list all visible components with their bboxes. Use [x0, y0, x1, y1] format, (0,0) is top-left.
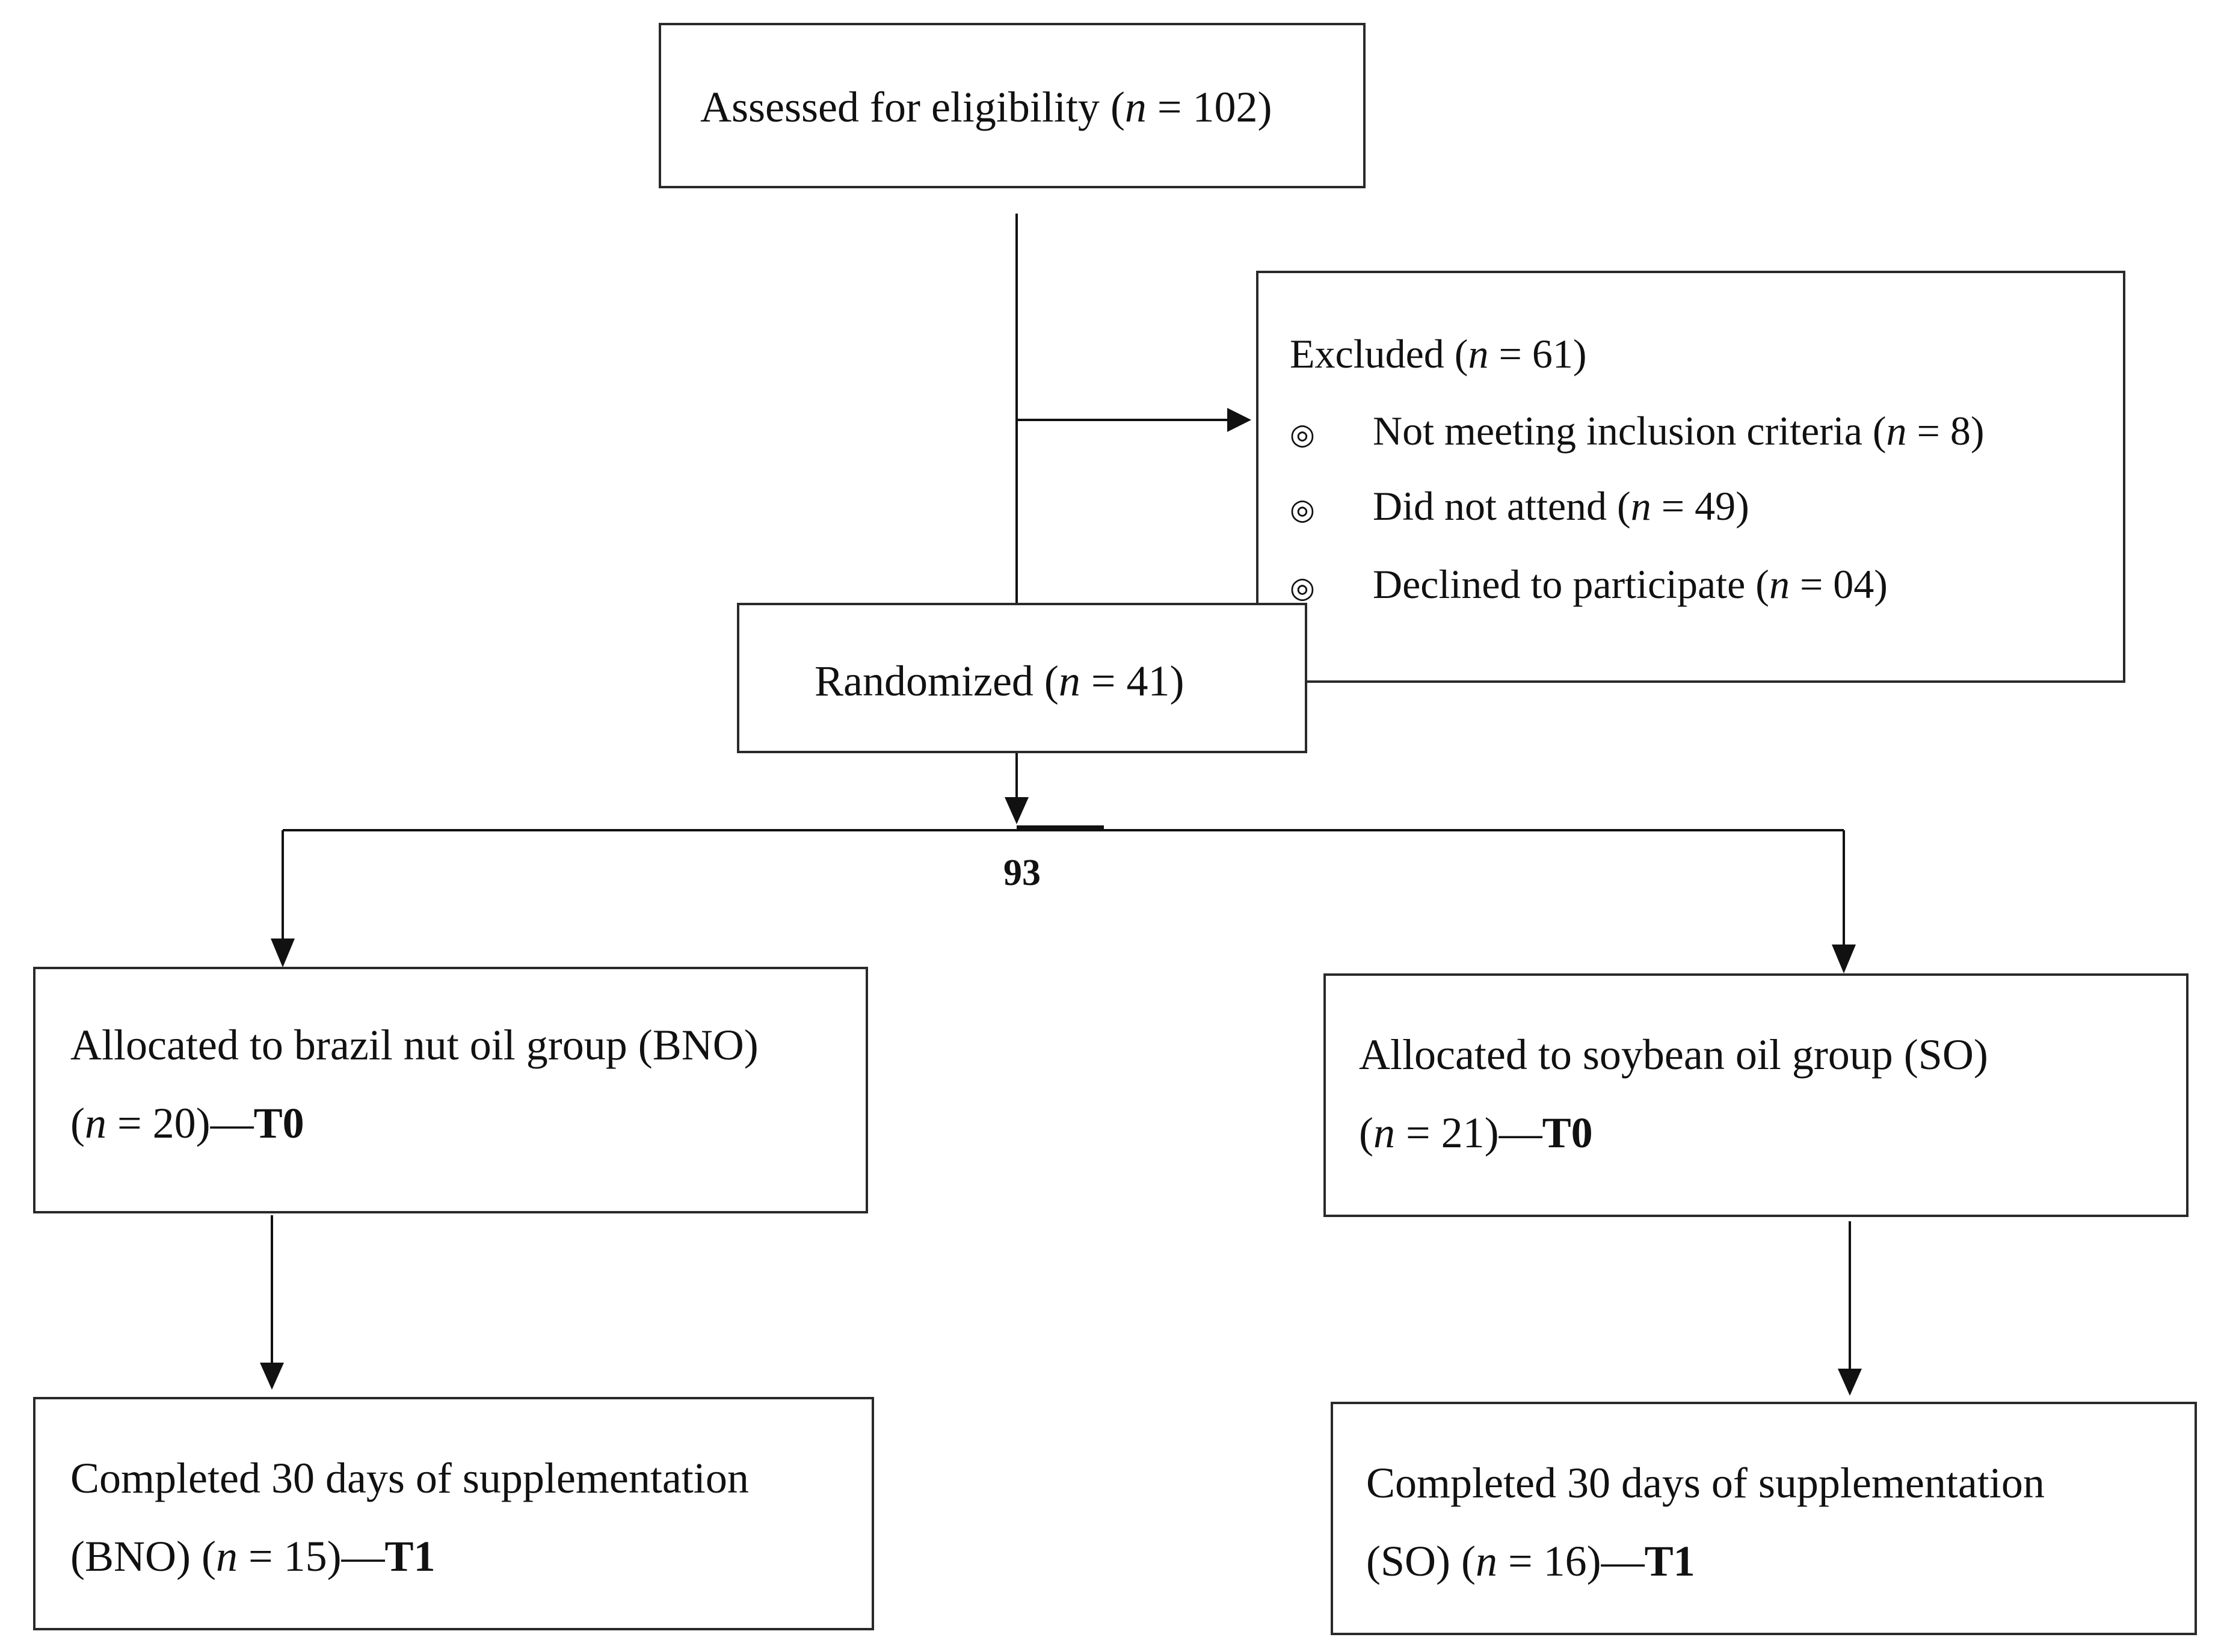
right-arrowhead [1832, 945, 1856, 973]
completed-so-detail: (SO) (n = 16)—T1 [1366, 1537, 1695, 1585]
assessed-label: Assessed for eligibility [700, 83, 1100, 131]
randomized-count: 41 [1126, 657, 1170, 705]
reason-label: Not meeting inclusion criteria [1373, 408, 1862, 454]
n-symbol: n [1769, 561, 1790, 607]
completed-bno-count: 15 [283, 1532, 327, 1580]
timepoint-label: T0 [253, 1099, 304, 1147]
n-symbol: n [1886, 408, 1907, 454]
allocated-so-label: Allocated to soybean oil group (SO) [1359, 1031, 1988, 1079]
excluded-reason: Declined to participate (n = 04) [1373, 561, 1888, 607]
completed-so-box: Completed 30 days of supplementation (SO… [1331, 1402, 2197, 1635]
n-symbol: n [1468, 331, 1489, 377]
reason-label: Did not attend [1373, 483, 1607, 529]
n-symbol: n [215, 1532, 238, 1580]
n-symbol: n [1475, 1537, 1497, 1585]
allocated-bno-label: Allocated to brazil nut oil group (BNO) [70, 1021, 759, 1069]
completed-bno-detail: (BNO) (n = 15)—T1 [70, 1532, 436, 1580]
bullet-icon: ◎ [1290, 419, 1315, 451]
assessed-box: Assessed for eligibility (n = 102) [659, 23, 1366, 188]
allocated-so-box: Allocated to soybean oil group (SO) (n =… [1323, 973, 2189, 1217]
left-arrowhead [271, 938, 295, 967]
excluded-heading: Excluded (n = 61) [1290, 331, 1587, 377]
reason-count: 04 [1833, 561, 1874, 607]
n-symbol: n [1630, 483, 1651, 529]
assessed-text: Assessed for eligibility (n = 102) [700, 83, 1272, 131]
completed-bno-label: Completed 30 days of supplementation [70, 1454, 749, 1502]
excluded-arrowhead [1227, 408, 1251, 432]
excluded-label: Excluded [1290, 331, 1444, 377]
randomized-label: Randomized [815, 657, 1033, 705]
n-symbol: n [84, 1099, 106, 1147]
bullet-icon: ◎ [1290, 494, 1315, 526]
excluded-reason: Not meeting inclusion criteria (n = 8) [1373, 408, 1985, 454]
completed-bno-box: Completed 30 days of supplementation (BN… [33, 1397, 874, 1630]
reason-count: 49 [1695, 483, 1736, 529]
allocated-bno-count: 20 [152, 1099, 196, 1147]
reason-count: 8 [1950, 408, 1971, 454]
randomized-box: Randomized (n = 41) [737, 603, 1307, 753]
reason-label: Declined to participate [1373, 561, 1746, 607]
completed-so-label: Completed 30 days of supplementation [1366, 1459, 2045, 1507]
n-symbol: n [1124, 83, 1147, 131]
so-arrowhead [1838, 1369, 1862, 1396]
randomized-arrowhead [1005, 797, 1029, 824]
randomized-text: Randomized (n = 41) [815, 657, 1184, 705]
excluded-reason: Did not attend (n = 49) [1373, 483, 1749, 529]
timepoint-label: T1 [1644, 1537, 1695, 1585]
n-symbol: n [1058, 657, 1080, 705]
completed-so-count: 16 [1543, 1537, 1587, 1585]
completed-so-group: (SO) [1366, 1537, 1450, 1585]
bno-arrowhead [260, 1363, 284, 1390]
timepoint-label: T0 [1542, 1109, 1593, 1157]
assessed-count: 102 [1192, 83, 1258, 131]
excluded-count: 61 [1532, 331, 1573, 377]
bullet-icon: ◎ [1290, 572, 1315, 604]
allocated-so-detail: (n = 21)—T0 [1359, 1109, 1593, 1157]
excluded-box: Excluded (n = 61) ◎ Not meeting inclusio… [1256, 271, 2125, 683]
split-label: 93 [1003, 852, 1041, 893]
completed-bno-group: (BNO) [70, 1532, 191, 1580]
n-symbol: n [1373, 1109, 1395, 1157]
allocated-so-count: 21 [1441, 1109, 1485, 1157]
timepoint-label: T1 [384, 1532, 436, 1580]
allocated-bno-detail: (n = 20)—T0 [70, 1099, 304, 1147]
allocated-bno-box: Allocated to brazil nut oil group (BNO) … [33, 967, 868, 1213]
